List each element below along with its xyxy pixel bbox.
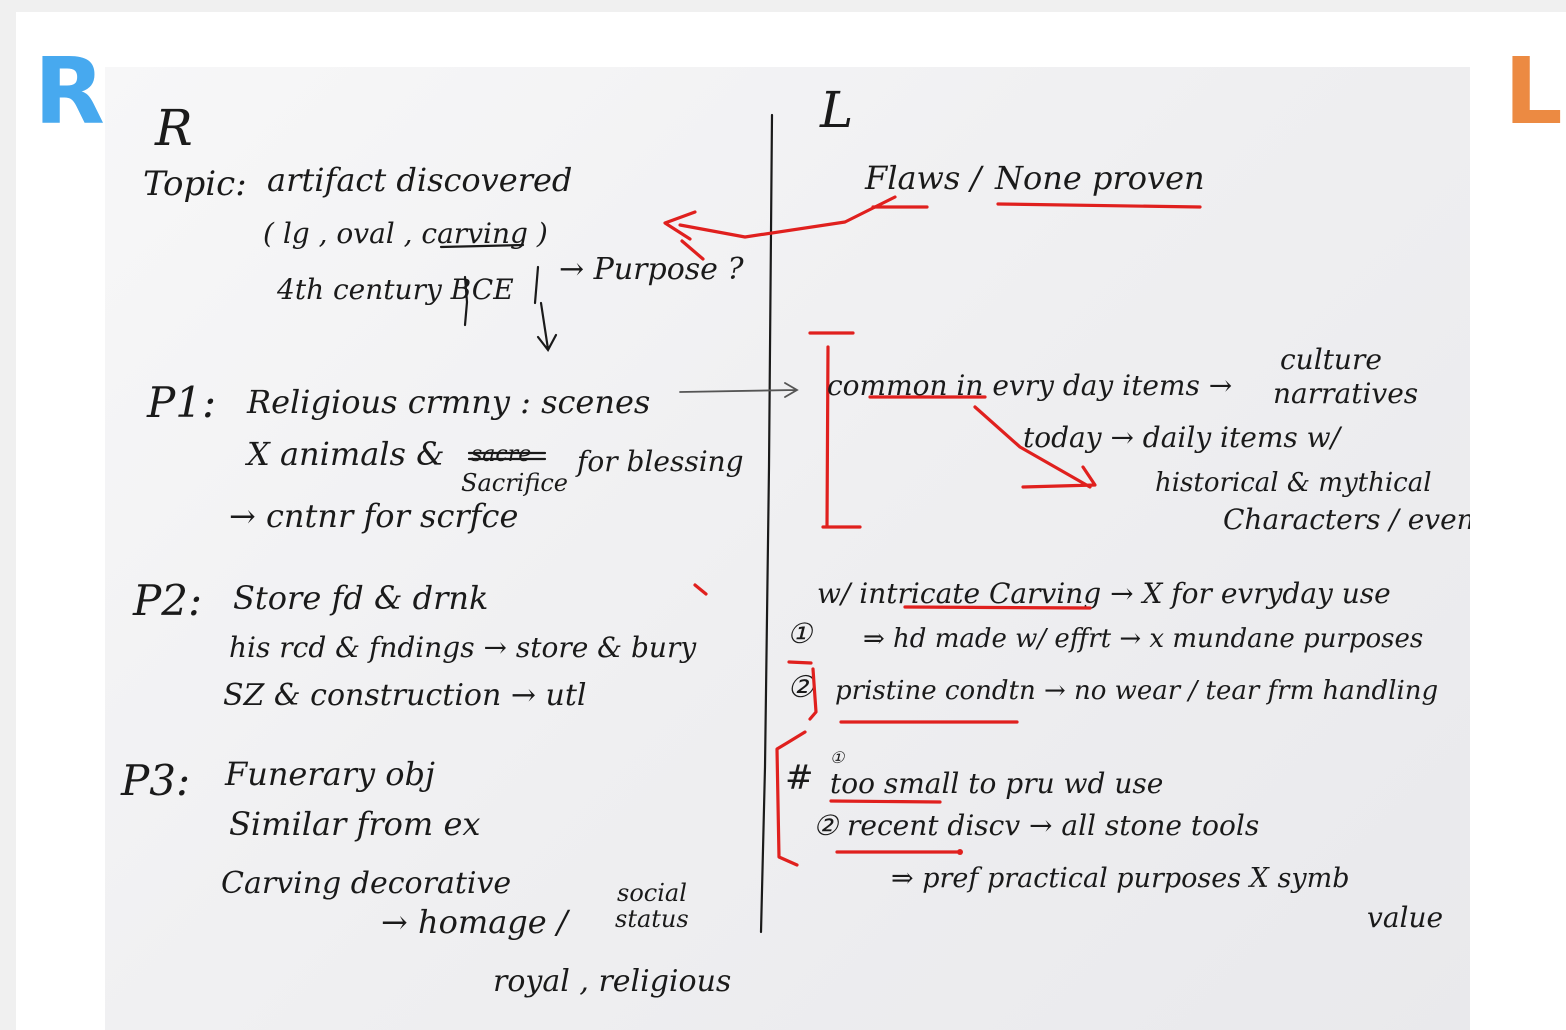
p3-line-2: Similar from ex [229,805,480,843]
p3-line-1: Funerary obj [224,755,435,793]
value-line: value [1367,901,1443,934]
p1-label: P1: [146,378,216,427]
pristine-line: pristine condtn → no wear / tear frm han… [835,676,1438,706]
bracket-hash [775,730,807,867]
p3-social: social [617,879,687,907]
recent-line: ② recent discv → all stone tools [813,809,1259,842]
corner-label-l: L [1504,38,1563,145]
topic-line-3: 4th century BCE [276,273,514,306]
none-proven-label: None proven [994,159,1205,197]
p1-link-arrow [679,382,799,398]
down-arrow [536,301,558,353]
culture-label: culture [1280,343,1382,376]
today-arrow [973,405,1097,489]
today-line: today → daily items w/ [1023,421,1343,454]
num-1: ① [787,617,814,650]
none-proven-underline [996,202,1202,209]
hash-mark: # [785,758,814,798]
p2-line-1: Store fd & drnk [233,579,488,617]
handwritten-notes-photo: R Topic: artifact discovered ( lg , oval… [105,67,1470,1030]
flaws-arrow [663,195,897,241]
notes-canvas: R Topic: artifact discovered ( lg , oval… [120,81,1470,999]
num-2: ② [787,670,816,705]
p1-line-2a: X animals & [244,435,445,473]
bracket-mark [533,265,540,305]
intricate-line: w/ intricate Carving → X for evryday use [817,577,1391,610]
too-small-line: too small to pru wd use [830,767,1163,800]
intricate-underline [903,605,1092,610]
p3-line-4: → homage / [381,903,571,941]
strike-through [467,451,547,461]
stray-red-mark [693,583,708,596]
right-header: L [819,81,853,139]
small-num-1: ① [830,748,846,767]
column-divider [759,113,774,934]
topic-line-1: artifact discovered [267,161,572,199]
corner-label-r: R [34,38,105,145]
p3-label: P3: [120,756,190,805]
bce-underline [463,275,469,327]
p1-line-1: Religious crmny : scenes [246,383,650,421]
characters-line: Characters / events [1223,503,1470,536]
narratives-label: narratives [1273,377,1418,410]
p3-status: status [615,905,689,933]
num2-mark [808,667,818,721]
num1-underline [787,660,813,665]
flaws-label: Flaws / [864,159,985,197]
p1-line-2b: for blessing [575,445,744,478]
purpose-text: → Purpose ? [559,252,744,287]
p2-line-3: SZ & construction → utl [223,678,587,713]
p2-line-2: his rcd & fndings → store & bury [229,631,697,664]
too-small-underline [829,799,942,804]
historical-line: historical & mythical [1155,468,1432,498]
p3-line-3: Carving decorative [221,866,511,901]
p1-struck-word: sacre [471,442,531,467]
p3-line-5: royal , religious [493,964,731,999]
recent-dot [957,849,963,855]
p1-sacrifice: Sacrifice [461,469,568,497]
topic-label: Topic: [143,164,247,204]
hd-made-line: ⇒ hd made w/ effrt → x mundane purposes [863,624,1423,654]
pref-line: ⇒ pref practical purposes X symb [891,863,1349,894]
flaws-arrow-tail [680,239,705,261]
carving-underline [439,243,525,249]
p1-line-3: → cntnr for scrfce [229,497,518,535]
p2-label: P2: [132,576,202,625]
left-header: R [154,99,193,157]
bracket-common [808,331,862,529]
